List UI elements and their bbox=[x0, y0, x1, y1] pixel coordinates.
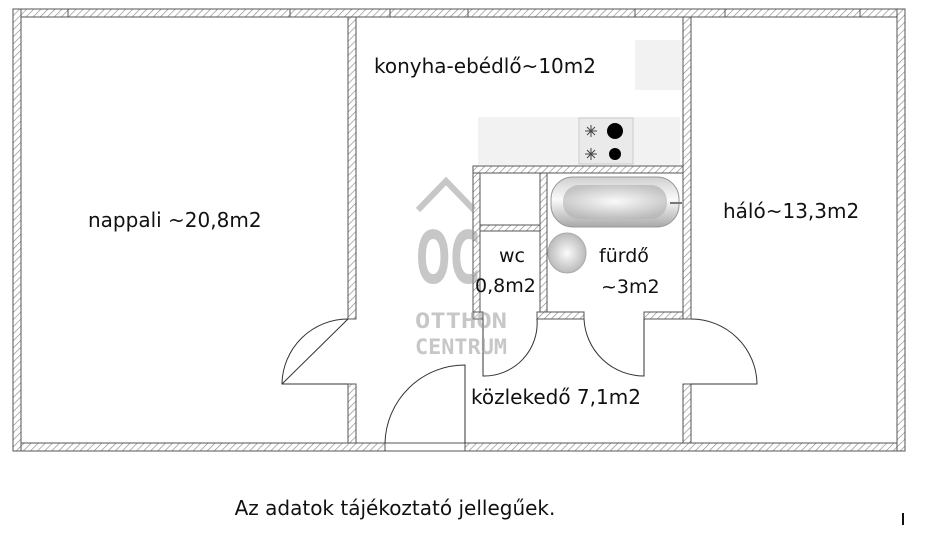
walls bbox=[12, 8, 906, 452]
door-wc bbox=[482, 318, 538, 377]
fridge bbox=[635, 40, 682, 90]
bathroom-name-label: fürdő bbox=[599, 245, 649, 267]
watermark-logo: OC bbox=[416, 216, 480, 300]
living-room-label: nappali ~20,8m2 bbox=[88, 208, 262, 232]
doors bbox=[281, 318, 758, 444]
door-bathroom bbox=[583, 318, 645, 377]
kitchen-label: konyha-ebédlő~10m2 bbox=[374, 54, 596, 78]
wc-area-label: 0,8m2 bbox=[475, 275, 536, 297]
text-cursor bbox=[902, 513, 904, 525]
bathroom-fittings bbox=[547, 176, 682, 274]
hallway-label: közlekedő 7,1m2 bbox=[471, 385, 641, 409]
hob bbox=[578, 117, 634, 165]
door-entrance bbox=[384, 364, 466, 444]
hob-knob-icon bbox=[585, 125, 597, 160]
hob-burner-small bbox=[609, 148, 621, 160]
bathroom-area-label: ~3m2 bbox=[601, 276, 660, 298]
house-roof-icon bbox=[415, 176, 477, 213]
windows bbox=[67, 9, 861, 17]
door-living bbox=[281, 318, 349, 385]
washbasin bbox=[547, 232, 587, 274]
watermark-line2: CENTRUM bbox=[415, 335, 507, 359]
hob-burner-large bbox=[607, 123, 623, 139]
door-bedroom bbox=[690, 318, 758, 385]
disclaimer-note: Az adatok tájékoztató jellegűek. bbox=[234, 496, 556, 520]
wc-name-label: wc bbox=[499, 245, 525, 267]
bedroom-label: háló~13,3m2 bbox=[723, 199, 859, 223]
watermark: OC OTTHON CENTRUM bbox=[415, 176, 507, 359]
kitchen-fittings bbox=[478, 40, 682, 165]
watermark-line1: OTTHON bbox=[415, 309, 507, 333]
